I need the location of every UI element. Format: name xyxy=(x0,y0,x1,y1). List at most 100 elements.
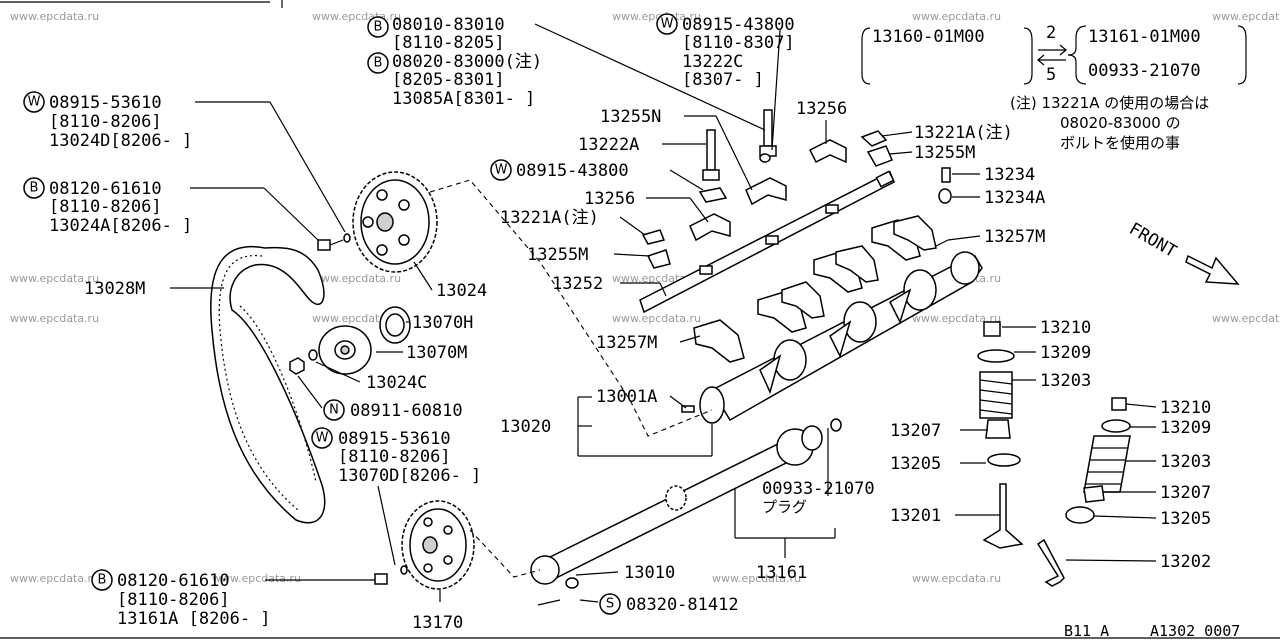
rocker-shaft-13252 xyxy=(639,170,895,314)
watermark: www.epcdata.ru xyxy=(312,312,401,325)
camshaft-sprocket-13024 xyxy=(352,171,438,273)
svg-text:N: N xyxy=(329,403,339,418)
jackshaft-13161 xyxy=(530,418,842,585)
part-13234 xyxy=(941,167,951,183)
usage-note: (注) 13221A の使用の場合は 08020-83000 の ボルトを使用の… xyxy=(1010,94,1209,152)
watermark: www.epcdata.ru xyxy=(712,572,801,585)
part-label: [8110-8206] xyxy=(117,590,230,610)
svg-text:B: B xyxy=(98,573,107,588)
part-label: 08915-53610 xyxy=(49,93,162,113)
front-arrow: FRONT xyxy=(1126,219,1240,285)
sprocket-washer xyxy=(343,233,351,243)
part-label: 08915-43800 xyxy=(682,15,795,35)
dashed-guides xyxy=(429,179,713,578)
part-label: 13203 xyxy=(1040,371,1091,391)
part-label: 08915-53610 xyxy=(338,429,451,449)
part-label: 13222C xyxy=(682,52,743,72)
part-label: 13161 xyxy=(756,563,807,583)
note-line-1: (注) 13221A の使用の場合は xyxy=(1010,94,1209,112)
part-label: 13024D[8206- ] xyxy=(49,131,192,151)
watermark: www.epcdata.ru xyxy=(612,10,701,23)
part-label: 08120-61610 xyxy=(117,571,230,591)
part-label: 13070D[8206- ] xyxy=(338,466,481,486)
belt-tensioner xyxy=(289,306,411,375)
part-label: 13257M xyxy=(984,227,1045,247)
part-label: 13070H xyxy=(412,313,473,333)
svg-text:B: B xyxy=(374,56,383,71)
part-label: 08911-60810 xyxy=(350,401,463,421)
part-label: 13256 xyxy=(796,99,847,119)
part-label: 13234A xyxy=(984,188,1045,208)
watermark: www.epcdata.ru xyxy=(10,10,99,23)
watermark: www.epcdata.ru xyxy=(312,10,401,23)
bolt-symbol: B xyxy=(367,52,389,74)
part-label: 13252 xyxy=(552,274,603,294)
bolt-symbol: B xyxy=(91,569,113,591)
valve-set-b xyxy=(1036,397,1131,587)
part-label: 13020 xyxy=(500,417,551,437)
bolt-symbol: B xyxy=(23,177,45,199)
conversion-forward: 2 xyxy=(1046,23,1056,43)
studs-and-bolts xyxy=(698,109,777,203)
watermark: www.epcdata.ru xyxy=(1212,312,1280,325)
svg-text:W: W xyxy=(28,95,41,110)
part-label: 13255M xyxy=(527,245,588,265)
part-label: プラグ xyxy=(762,498,807,516)
part-label: 13257M xyxy=(596,333,657,353)
svg-text:B: B xyxy=(374,20,383,35)
part-label: 13222A xyxy=(578,135,639,155)
part-label: 13234 xyxy=(984,165,1035,185)
footer-code: A1302 0007 xyxy=(1150,622,1240,640)
part-label: 13161A [8206- ] xyxy=(117,609,271,629)
washer-symbol: W xyxy=(23,91,45,113)
valve-set-a xyxy=(977,321,1024,549)
conversion-box: 13160-01M00 2 5 13161-01M00 00933-21070 xyxy=(861,23,1247,85)
part-label: 13001A xyxy=(596,387,657,407)
svg-text:W: W xyxy=(495,163,508,178)
part-label: 13255N xyxy=(600,107,661,127)
part-label: 13010 xyxy=(624,563,675,583)
symbol-markers: B B W W B W N W B S xyxy=(23,13,678,615)
watermark: www.epcdata.ru xyxy=(10,572,99,585)
conversion-right-top: 13161-01M00 xyxy=(1088,27,1201,47)
note-line-2: 08020-83000 の xyxy=(1060,114,1181,132)
svg-text:W: W xyxy=(316,431,329,446)
bolt-symbol: B xyxy=(367,16,389,38)
watermark: www.epcdata.ru xyxy=(612,312,701,325)
part-label: 08020-83000(注) xyxy=(392,52,542,72)
watermark: www.epcdata.ru xyxy=(212,572,301,585)
camshaft-13001a xyxy=(681,251,983,424)
timing-belt-13028m xyxy=(210,245,326,524)
part-label: [8110-8307] xyxy=(682,33,795,53)
part-label: 00933-21070 xyxy=(762,479,875,499)
part-label: 13202 xyxy=(1160,552,1211,572)
front-label: FRONT xyxy=(1126,219,1180,262)
part-label: 13221A(注) xyxy=(914,123,1013,143)
watermark: www.epcdata.ru xyxy=(912,10,1001,23)
svg-text:B: B xyxy=(30,181,39,196)
rocker-arms-13257m xyxy=(693,215,937,363)
part-label: 13209 xyxy=(1040,343,1091,363)
part-label: [8110-8205] xyxy=(392,33,505,53)
part-label: 13201 xyxy=(890,506,941,526)
part-13234a xyxy=(938,188,952,204)
part-label: [8110-8206] xyxy=(49,112,162,132)
sprocket-bolt xyxy=(317,239,331,251)
nut-symbol: N xyxy=(323,399,345,421)
part-label: 13209 xyxy=(1160,418,1211,438)
part-label: 13203 xyxy=(1160,452,1211,472)
watermark: www.epcdata.ru xyxy=(312,272,401,285)
part-label: 13207 xyxy=(1160,483,1211,503)
part-label: 13085A[8301- ] xyxy=(392,89,535,109)
watermark: www.epcdata.ru xyxy=(1212,10,1280,23)
part-label: 13024 xyxy=(436,281,487,301)
svg-text:W: W xyxy=(661,17,674,32)
lower-sprocket-13170 xyxy=(401,500,475,590)
part-label: 13028M xyxy=(84,279,145,299)
part-label: [8307- ] xyxy=(682,70,764,90)
washer-symbol: W xyxy=(311,427,333,449)
washer-symbol: W xyxy=(490,159,512,181)
footer-model: B11 A xyxy=(1064,622,1109,640)
